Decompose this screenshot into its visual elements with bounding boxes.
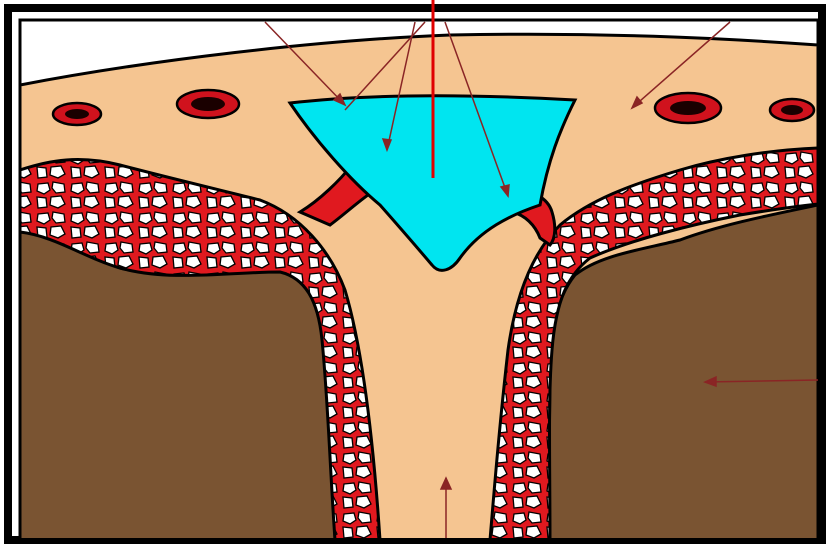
brain-left	[20, 232, 335, 540]
